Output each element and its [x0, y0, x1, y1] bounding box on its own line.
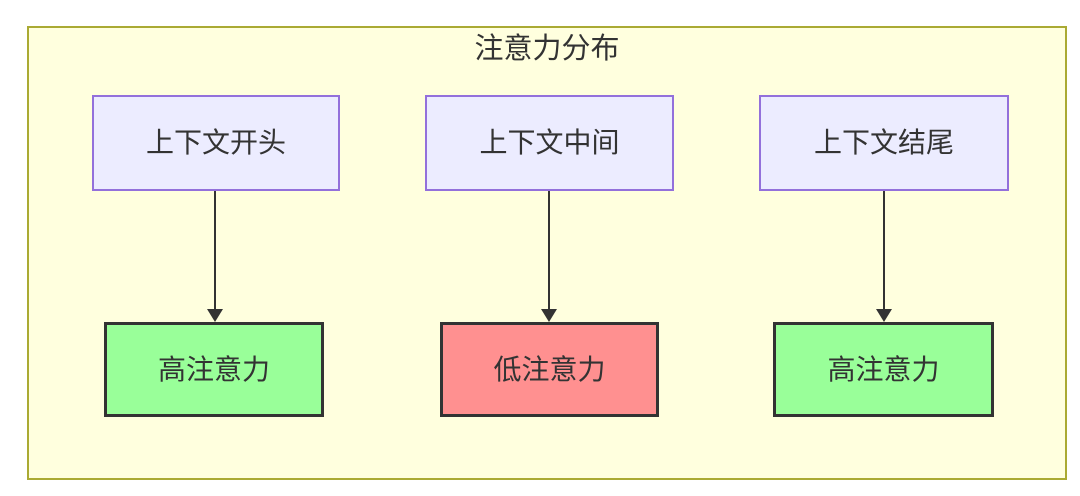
node-high-attention-2: 高注意力: [773, 322, 994, 417]
arrow-middle-to-low: [541, 191, 557, 322]
node-low-attention: 低注意力: [440, 322, 659, 417]
node-high-attention-2-label: 高注意力: [827, 353, 940, 385]
node-low-attention-label: 低注意力: [493, 353, 606, 385]
arrow-start-to-high: [207, 191, 223, 322]
arrow-end-to-high: [876, 191, 892, 322]
arrowhead-down-icon: [207, 309, 223, 322]
arrowhead-down-icon: [541, 309, 557, 322]
node-context-end-label: 上下文结尾: [813, 127, 954, 158]
node-context-middle-label: 上下文中间: [479, 127, 620, 158]
arrow-shaft: [214, 191, 216, 309]
node-high-attention-1: 高注意力: [104, 322, 324, 417]
node-context-end: 上下文结尾: [759, 95, 1009, 191]
diagram-title: 注意力分布: [474, 33, 620, 65]
node-context-middle: 上下文中间: [425, 95, 674, 191]
arrow-shaft: [883, 191, 885, 309]
node-high-attention-1-label: 高注意力: [157, 353, 270, 385]
arrowhead-down-icon: [876, 309, 892, 322]
arrow-shaft: [548, 191, 550, 309]
node-context-start-label: 上下文开头: [145, 127, 286, 158]
node-context-start: 上下文开头: [92, 95, 340, 191]
attention-distribution-frame: 注意力分布 上下文开头 上下文中间 上下文结尾 高注意力 低注意力: [27, 26, 1067, 480]
